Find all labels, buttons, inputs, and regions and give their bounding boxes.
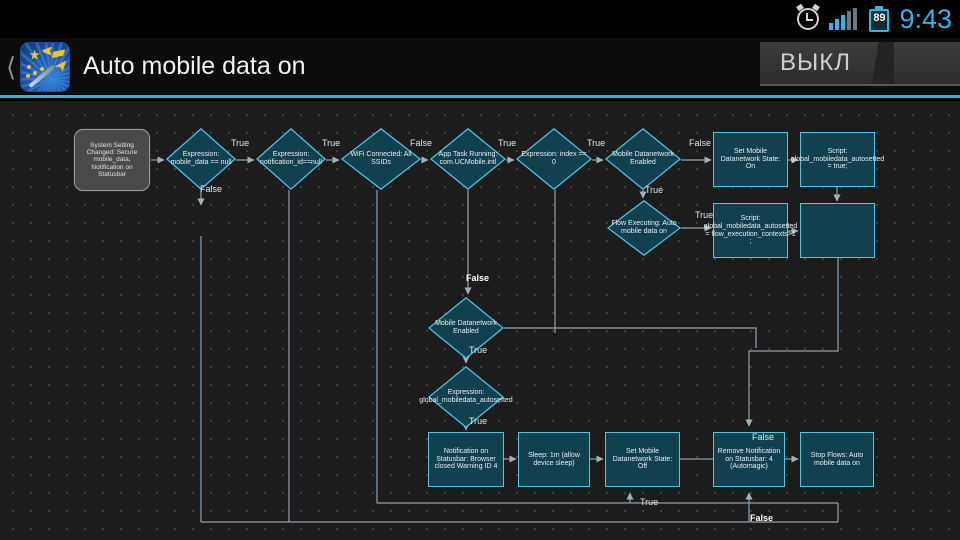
flow-edge-label: False bbox=[752, 432, 775, 442]
flow-condition-node[interactable]: Flow Executing: Auto mobile data on bbox=[607, 200, 681, 256]
flow-node-label: WiFi Connected: All SSIDs bbox=[350, 151, 412, 166]
flow-node-label: Expression: mobile_data == null bbox=[170, 151, 232, 166]
flow-action-node[interactable]: Script: global_mobiledata_autosetted = f… bbox=[704, 203, 797, 258]
flow-action-node[interactable]: Script: global_mobiledata_autosetted = t… bbox=[791, 132, 884, 187]
flow-edge-label: True bbox=[469, 345, 488, 355]
flow-node-label: Stop Flows: Auto mobile data on bbox=[810, 451, 864, 467]
flow-action-node[interactable]: Stop Flows: Auto mobile data on bbox=[800, 432, 874, 487]
alarm-clock-icon bbox=[796, 3, 821, 30]
flow-edge-label: False bbox=[750, 513, 774, 523]
flow-edge-label: True bbox=[231, 138, 250, 148]
flow-edge-label: False bbox=[410, 138, 433, 148]
flow-edge-label: False bbox=[200, 184, 223, 194]
flow-action-node[interactable]: Set Mobile Datanetwork State: Off bbox=[605, 432, 680, 487]
flow-node-label: Expression: index == 0 bbox=[521, 151, 587, 166]
flow-action-node[interactable]: Set Mobile Datanetwork State: On bbox=[713, 132, 788, 187]
flow-node-label: Set Mobile Datanetwork State: On bbox=[720, 147, 781, 171]
flow-node-label: App Task Running: com.UCMobile.intl bbox=[438, 151, 498, 166]
flow-action-node[interactable]: Sleep: 1m (allow device sleep) bbox=[518, 432, 590, 487]
flow-edge-label: True bbox=[640, 497, 659, 507]
flow-node-label: Script: global_mobiledata_autosetted = f… bbox=[703, 214, 798, 246]
automagic-wand-icon bbox=[20, 41, 71, 92]
flow-edge-label: True bbox=[498, 138, 517, 148]
flow-toggle-label: ВЫКЛ bbox=[780, 49, 851, 76]
flow-edge-label: False bbox=[466, 273, 490, 283]
title-bar: ⟨ Auto mobile data on ВЫКЛ bbox=[0, 38, 960, 98]
flow-condition-node[interactable]: App Task Running: com.UCMobile.intl bbox=[430, 128, 506, 190]
flow-condition-node[interactable]: Expression: index == 0 bbox=[516, 128, 592, 190]
flow-node-label: Notification on Statusbar: Browser close… bbox=[434, 447, 498, 471]
flow-node-label: Set Mobile Datanetwork State: Off bbox=[612, 447, 673, 471]
flow-edge-label: False bbox=[689, 138, 712, 148]
flow-node-label: Mobile Datanetwork Enabled bbox=[435, 320, 497, 335]
flow-node-label: Remove Notification on Statusbar: 4 (Aut… bbox=[717, 447, 781, 471]
flow-node-label: Expression: global_mobiledata_autosetted bbox=[419, 389, 513, 404]
status-bar: 89 9:43 bbox=[0, 0, 960, 38]
flow-node-label: Sleep: 1m (allow device sleep) bbox=[528, 451, 580, 467]
battery-icon: 89 bbox=[869, 6, 890, 32]
flow-node-label: Flow Executing: Auto mobile data on bbox=[611, 220, 677, 235]
flow-condition-node[interactable]: WiFi Connected: All SSIDs bbox=[341, 128, 421, 190]
status-clock: 9:43 bbox=[899, 3, 952, 34]
flow-action-node[interactable]: Notification on Statusbar: Browser close… bbox=[428, 432, 504, 487]
battery-level: 89 bbox=[873, 12, 886, 24]
flow-node-label: Expression: notification_id==null bbox=[260, 151, 322, 166]
flow-canvas[interactable]: System Setting Changed: Secure mobile_da… bbox=[0, 101, 960, 540]
flow-action-node[interactable] bbox=[800, 203, 875, 258]
flow-toggle-button[interactable]: ВЫКЛ bbox=[760, 42, 960, 86]
flow-condition-node[interactable]: Expression: mobile_data == null bbox=[166, 128, 236, 190]
flow-edges bbox=[150, 156, 841, 523]
page-title: Auto mobile data on bbox=[83, 52, 306, 80]
flow-edge-label: True bbox=[587, 138, 606, 148]
flow-node-label: Mobile Datanetwork Enabled bbox=[612, 151, 674, 166]
flow-node-label: System Setting Changed: Secure mobile_da… bbox=[86, 141, 138, 178]
flow-condition-node[interactable]: Expression: notification_id==null bbox=[256, 128, 326, 190]
flow-edge-label: True bbox=[469, 416, 488, 426]
flow-condition-node[interactable]: Mobile Datanetwork Enabled bbox=[605, 128, 681, 190]
flow-trigger-node[interactable]: System Setting Changed: Secure mobile_da… bbox=[74, 129, 150, 191]
flow-edge-label: True bbox=[645, 185, 664, 195]
flow-action-node[interactable]: Remove Notification on Statusbar: 4 (Aut… bbox=[713, 432, 785, 487]
flow-edge-label: True bbox=[695, 210, 714, 220]
flow-condition-node[interactable]: Mobile Datanetwork Enabled bbox=[428, 297, 504, 359]
cell-signal-icon bbox=[829, 8, 859, 30]
flow-node-label: Script: global_mobiledata_autosetted = t… bbox=[790, 147, 885, 171]
flow-edge-label: True bbox=[322, 138, 341, 148]
flow-condition-node[interactable]: Expression: global_mobiledata_autosetted bbox=[419, 366, 513, 428]
back-chevron-icon[interactable]: ⟨ bbox=[6, 51, 17, 82]
